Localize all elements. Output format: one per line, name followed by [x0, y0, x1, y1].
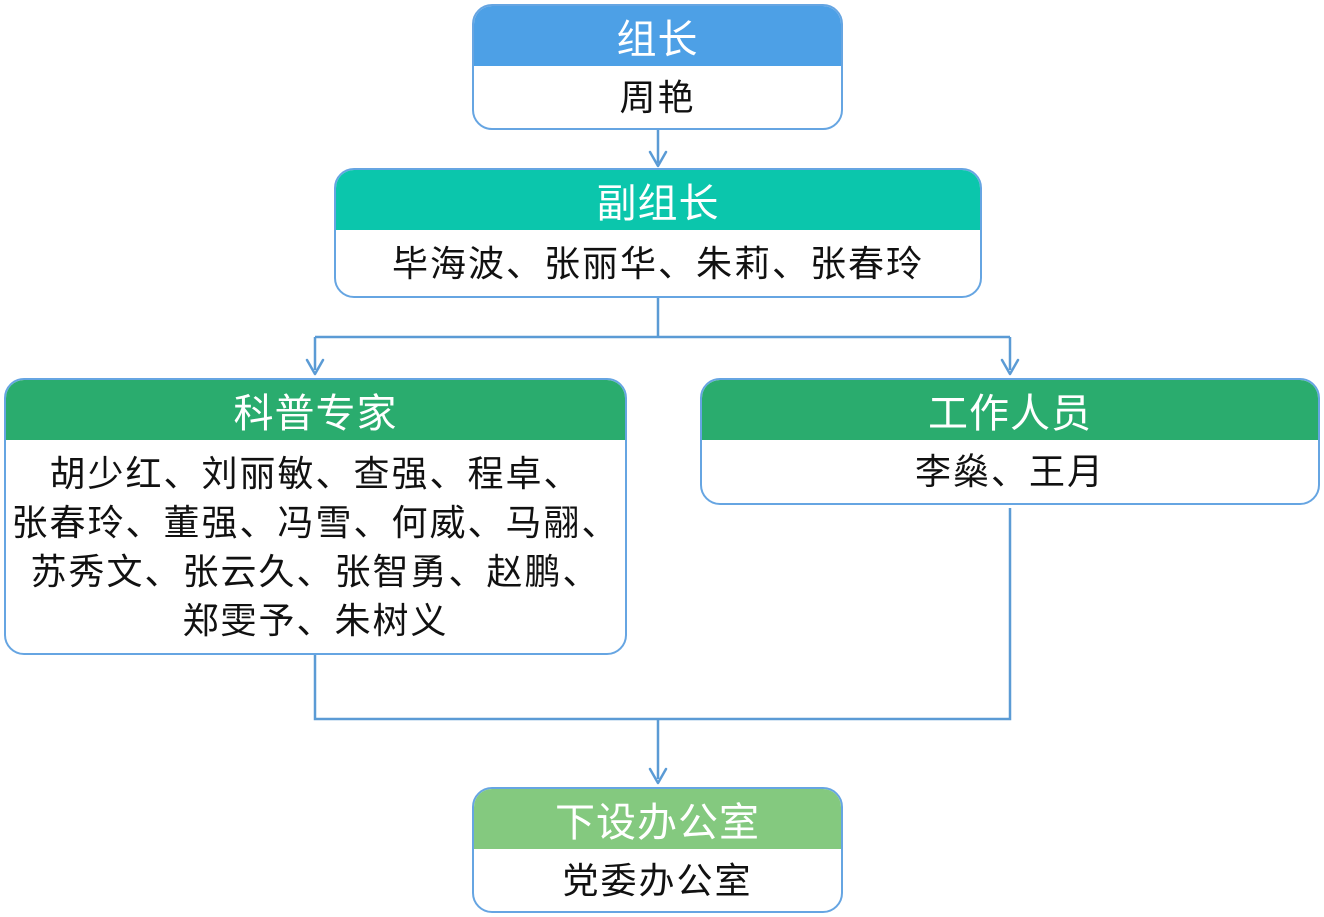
node-leader-header: 组长	[474, 6, 841, 66]
node-leader-title: 组长	[616, 18, 699, 62]
node-experts-header: 科普专家	[6, 380, 625, 440]
node-deputy-title: 副组长	[596, 182, 720, 226]
node-staff-title: 工作人员	[928, 392, 1092, 436]
node-deputy[interactable]: 副组长 毕海波、张丽华、朱莉、张春玲	[334, 168, 982, 298]
node-leader-members: 周艳	[474, 66, 841, 128]
node-office[interactable]: 下设办公室 党委办公室	[472, 787, 843, 913]
edge-merge-office	[313, 508, 1012, 779]
member-text: 李燊、王月	[914, 451, 1105, 492]
member-text-line: 胡少红、刘丽敏、查强、程卓、	[49, 452, 582, 494]
member-text: 党委办公室	[562, 859, 753, 901]
node-experts[interactable]: 科普专家 胡少红、刘丽敏、查强、程卓、 张春玲、董强、冯雪、何威、马翮、 苏秀文…	[4, 378, 627, 655]
member-text-line: 张春玲、董强、冯雪、何威、马翮、	[11, 501, 620, 543]
edge-deputy-branch	[313, 298, 1012, 370]
node-experts-members: 胡少红、刘丽敏、查强、程卓、 张春玲、董强、冯雪、何威、马翮、 苏秀文、张云久、…	[6, 440, 625, 653]
node-staff-header: 工作人员	[702, 380, 1318, 440]
node-office-members: 党委办公室	[474, 849, 841, 911]
node-deputy-members: 毕海波、张丽华、朱莉、张春玲	[336, 230, 980, 296]
arrowhead-experts	[305, 358, 325, 376]
node-office-title: 下设办公室	[555, 801, 760, 845]
arrowhead-deputy	[648, 150, 668, 168]
member-text-line: 郑雯予、朱树义	[182, 599, 449, 641]
arrowhead-office	[648, 767, 668, 785]
arrowhead-staff	[1000, 358, 1020, 376]
node-staff[interactable]: 工作人员 李燊、王月	[700, 378, 1320, 505]
member-text: 毕海波、张丽华、朱莉、张春玲	[391, 242, 924, 284]
node-experts-title: 科普专家	[233, 392, 398, 436]
member-text-line: 苏秀文、张云久、张智勇、赵鹏、	[30, 550, 601, 592]
node-staff-members: 李燊、王月	[702, 440, 1318, 503]
member-text: 周艳	[619, 76, 696, 118]
node-deputy-header: 副组长	[336, 170, 980, 230]
node-office-header: 下设办公室	[474, 789, 841, 849]
node-leader[interactable]: 组长 周艳	[472, 4, 843, 130]
